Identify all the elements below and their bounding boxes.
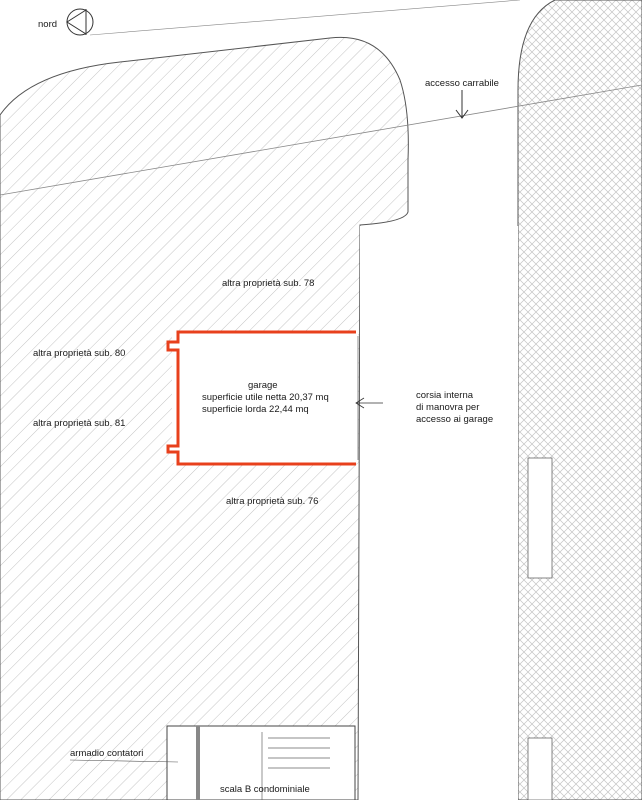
corridor-label-2: di manovra per (416, 402, 479, 413)
garage-wall (166, 330, 356, 466)
leader-line (69, 759, 179, 763)
garage-room (172, 333, 358, 463)
sub76-label: altra proprietà sub. 76 (226, 496, 318, 507)
stair-label: scala B condominiale (220, 784, 310, 795)
sub80-label: altra proprietà sub. 80 (33, 348, 125, 359)
corridor-label-1: corsia interna (416, 390, 474, 401)
meter-cabinet-label: armadio contatori (70, 748, 143, 759)
north-arrow-icon (66, 8, 94, 36)
garage-entry-arrow-icon (355, 397, 383, 409)
pillar (527, 737, 553, 800)
pillar (527, 457, 553, 579)
access-arrow-icon (455, 90, 469, 119)
boundary-line-north (89, 0, 521, 36)
boundary-wall-right (517, 0, 642, 800)
sub78-label: altra proprietà sub. 78 (222, 278, 314, 289)
stair-block (166, 725, 356, 800)
garage-net-area: superficie utile netta 20,37 mq (202, 392, 329, 403)
corridor-label-3: accesso ai garage (416, 414, 493, 425)
north-label: nord (38, 19, 57, 30)
garage-title: garage (248, 380, 278, 391)
boundary-line (0, 84, 642, 196)
garage-gross-area: superficie lorda 22,44 mq (202, 404, 309, 415)
corridor-area (360, 226, 518, 800)
access-label: accesso carrabile (425, 78, 499, 89)
sub81-label: altra proprietà sub. 81 (33, 418, 125, 429)
